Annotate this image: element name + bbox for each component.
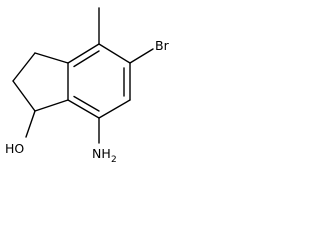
bond-c5-br xyxy=(129,48,154,64)
bond-c3a-c4 xyxy=(67,43,100,64)
double-bond-c3a-c4 xyxy=(73,50,100,68)
bond-c1-o xyxy=(25,110,36,138)
amino-label-main: NH xyxy=(92,146,111,161)
benzene-ring xyxy=(67,43,131,119)
molecule-structure: Br HO NH 2 xyxy=(5,7,170,165)
bond-c1-c7a xyxy=(34,99,69,112)
double-bond-c7-c7a xyxy=(73,95,100,112)
bond-c7-c7a xyxy=(67,99,100,119)
amino-label-subscript: 2 xyxy=(111,155,117,165)
amino-label: NH 2 xyxy=(92,146,117,165)
bromine-label: Br xyxy=(155,38,170,53)
hydroxyl-label: HO xyxy=(5,141,24,156)
bond-c4-c5 xyxy=(98,43,131,64)
cyclopentane-ring xyxy=(12,52,69,112)
bond-c3-c2 xyxy=(12,52,36,82)
bond-c6-c7 xyxy=(98,99,131,119)
bond-c2-c1 xyxy=(12,80,36,112)
bond-c3a-c3 xyxy=(34,52,69,64)
